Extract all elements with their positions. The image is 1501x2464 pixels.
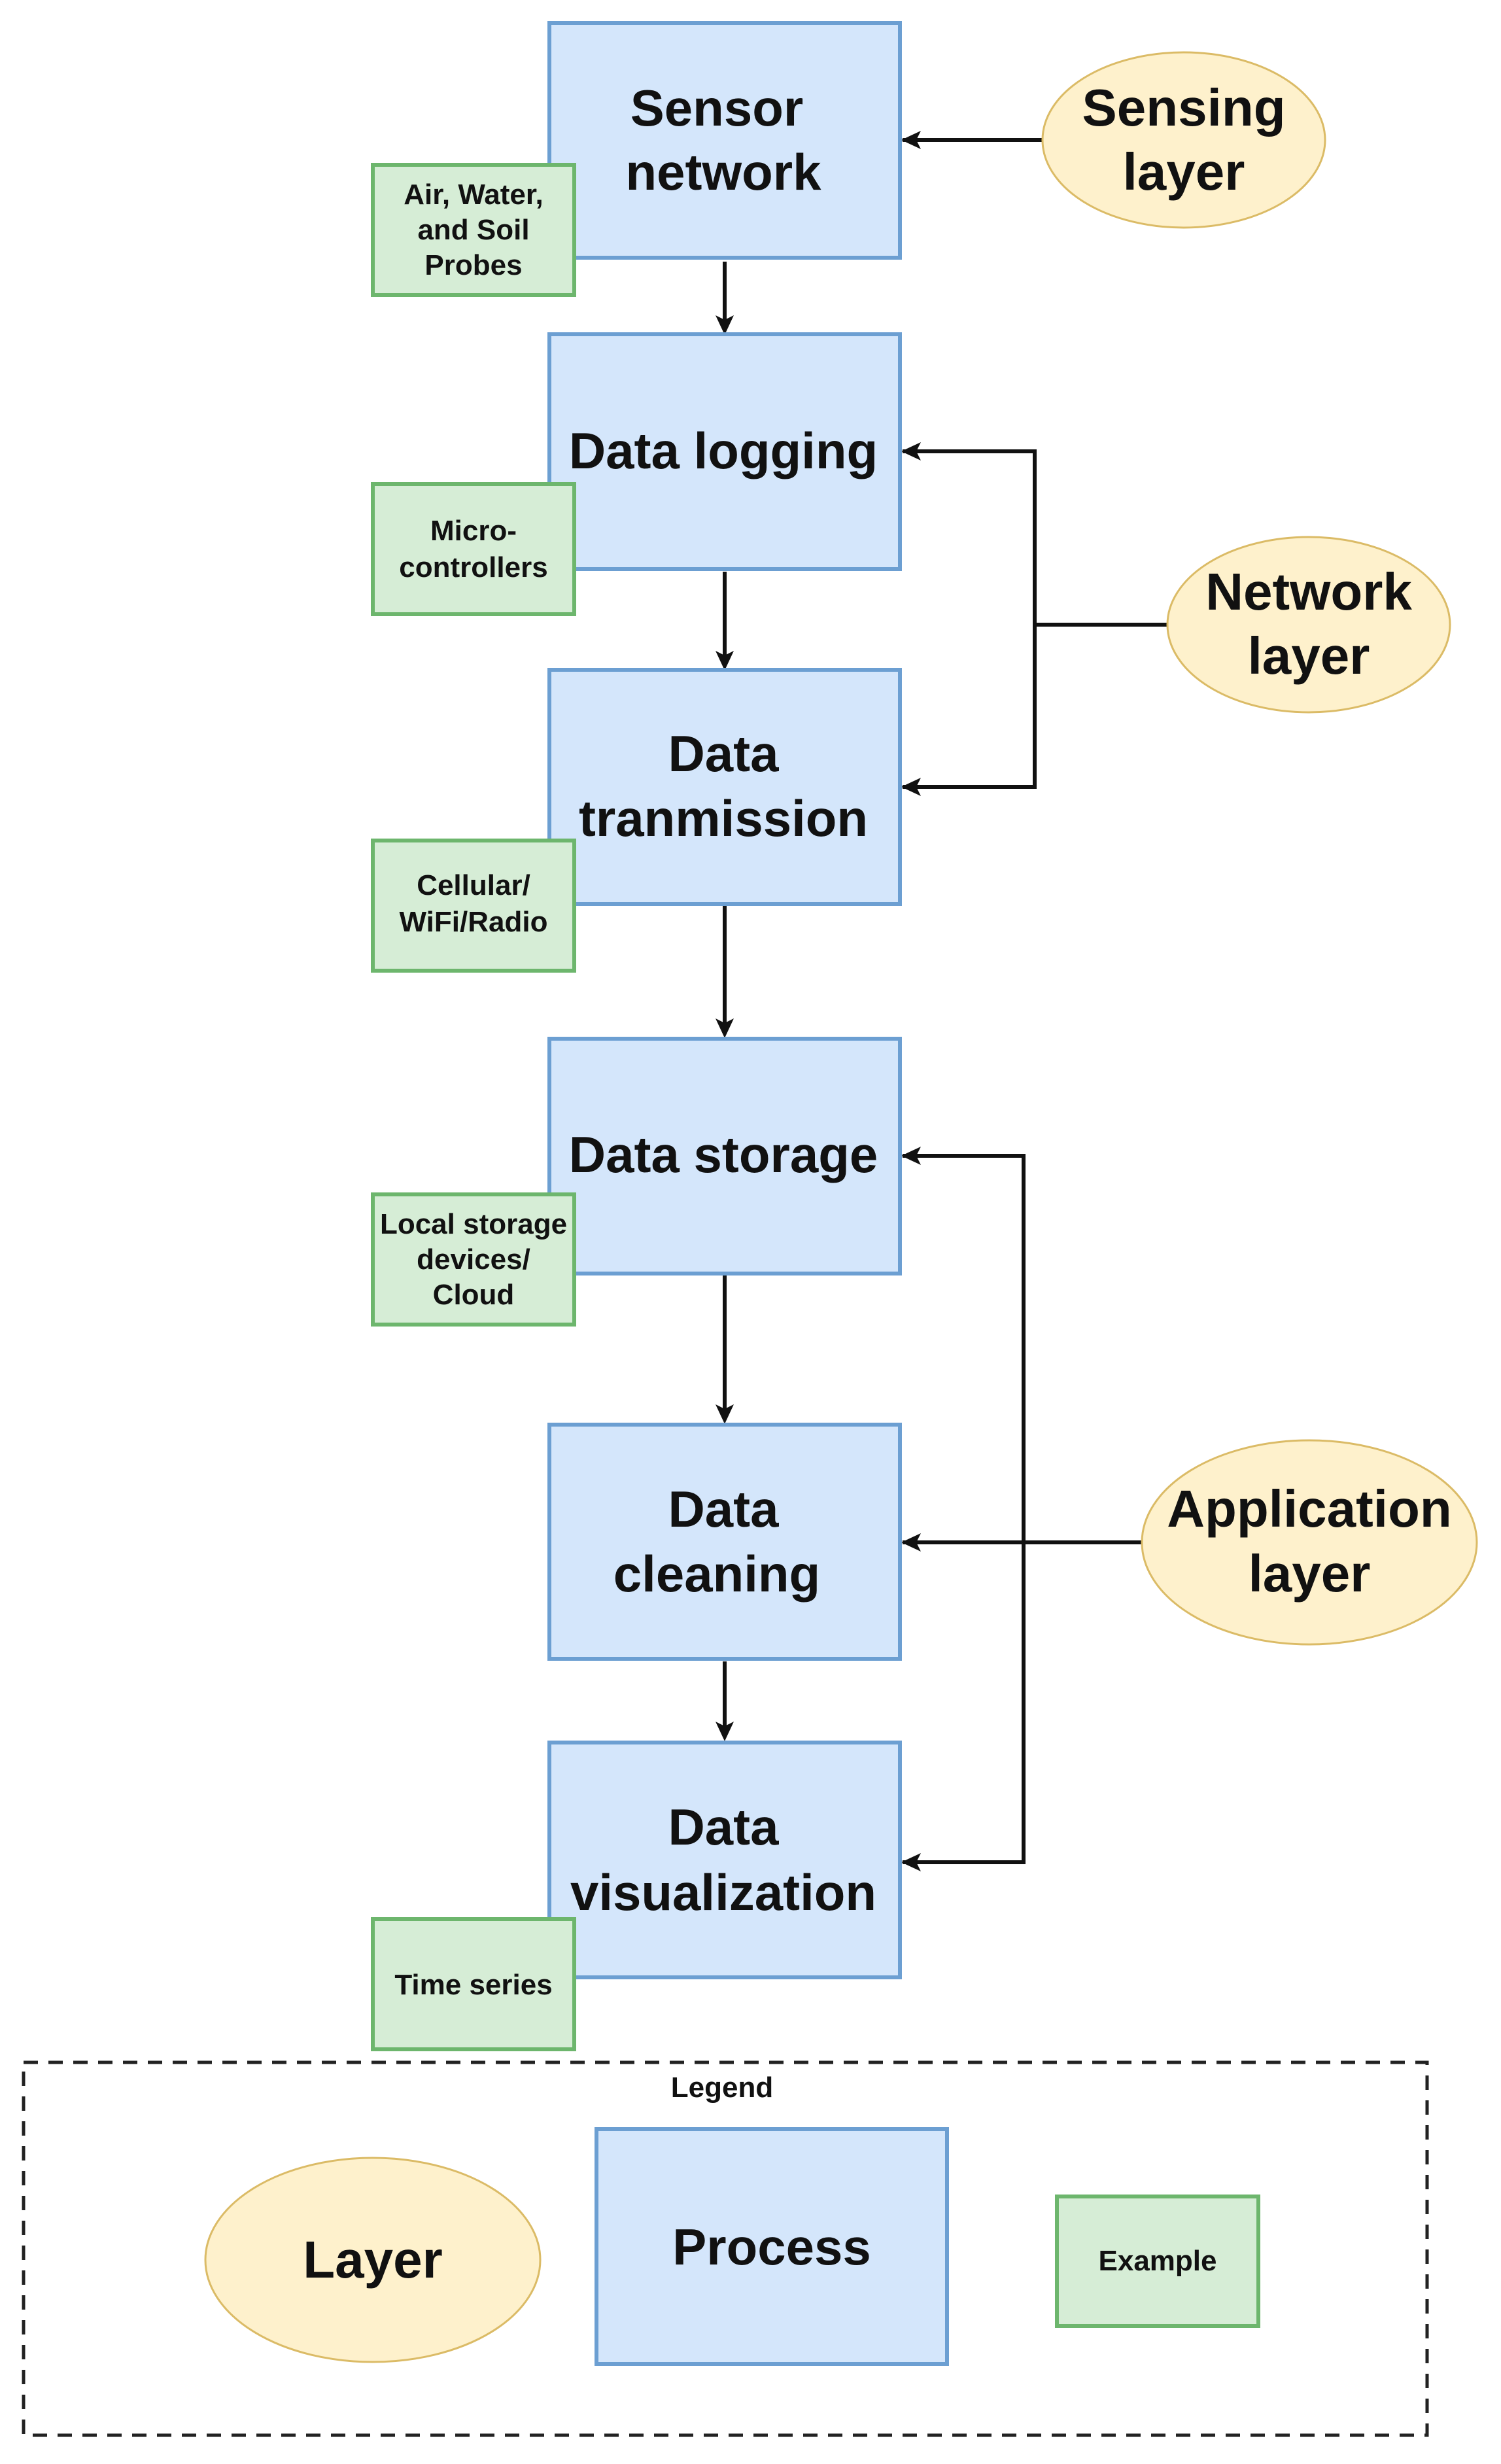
layer-application: Application layer: [1141, 1439, 1478, 1646]
process-data-visualization: Data visualization: [547, 1741, 902, 1979]
arrowhead-left-storage: [901, 1147, 921, 1165]
legend-example-label: Example: [1099, 2245, 1217, 2277]
layer-label-line: layer: [1249, 1544, 1371, 1603]
arrowhead-left-logging: [901, 442, 921, 460]
example-label-line: Probes: [424, 249, 522, 281]
layer-label-line: layer: [1248, 627, 1370, 685]
process-label-line: visualization: [570, 1864, 876, 1921]
legend-process-label: Process: [672, 2218, 871, 2276]
connectors: [716, 131, 1167, 1871]
example-storage-devices: Local storage devices/ Cloud: [371, 1192, 576, 1327]
process-data-transmission: Data tranmission: [547, 668, 902, 906]
example-label-line: controllers: [399, 551, 547, 583]
layer-label-line: Network: [1205, 563, 1412, 621]
example-connectivity: Cellular/ WiFi/Radio: [371, 839, 576, 973]
arrowhead-down-visualization: [716, 1722, 734, 1741]
example-time-series: Time series: [371, 1917, 576, 2051]
layer-sensing: Sensing layer: [1041, 51, 1326, 229]
arrowhead-down-cleaning: [716, 1404, 734, 1424]
example-label-line: devices/: [417, 1243, 530, 1275]
process-label-line: Data storage: [569, 1126, 878, 1183]
edge-application-to-visualization: [903, 1542, 1026, 1864]
layer-label-line: Sensing: [1082, 78, 1285, 137]
legend-border: [22, 2060, 1429, 2437]
legend-title: Legend: [671, 2072, 773, 2104]
legend-process-swatch: Process: [595, 2127, 949, 2366]
arrowhead-left-sensor: [901, 131, 921, 149]
arrowhead-left-visualization: [901, 1853, 921, 1871]
process-boxes: Sensor network Data logging Data tranmis…: [547, 21, 902, 1979]
edge-application-to-storage: [903, 1154, 1026, 1542]
example-label-line: Time series: [394, 1969, 552, 2001]
process-label-line: cleaning: [613, 1545, 820, 1603]
process-data-logging: Data logging: [547, 332, 902, 571]
example-label-line: Cellular/: [417, 869, 530, 901]
example-boxes: Air, Water, and Soil Probes Micro- contr…: [371, 163, 576, 2051]
arrowheads: [716, 131, 921, 1871]
example-label-line: and Soil: [417, 214, 529, 246]
process-label-line: network: [625, 143, 821, 201]
example-label-line: Local storage: [380, 1208, 567, 1240]
arrowhead-left-transmission: [901, 778, 921, 796]
process-label-line: Sensor: [630, 79, 803, 137]
layer-label-line: layer: [1123, 143, 1245, 201]
legend: Legend Layer Process Example: [22, 2060, 1429, 2437]
legend-layer-swatch: Layer: [204, 2157, 542, 2363]
example-probes: Air, Water, and Soil Probes: [371, 163, 576, 297]
arrowhead-down-storage: [716, 1018, 734, 1038]
example-label-line: Air, Water,: [404, 179, 543, 211]
edge-network-to-logging: [903, 449, 1037, 625]
example-label-line: Micro-: [430, 515, 517, 547]
example-label-line: Cloud: [433, 1279, 515, 1311]
process-label-line: Data: [668, 725, 779, 782]
legend-layer-label: Layer: [303, 2230, 442, 2289]
arrowhead-down-transmission: [716, 651, 734, 670]
arrowhead-left-cleaning: [901, 1533, 921, 1552]
layer-network: Network layer: [1166, 536, 1451, 714]
legend-example-swatch: Example: [1055, 2195, 1260, 2328]
process-data-cleaning: Data cleaning: [547, 1423, 902, 1661]
edge-network-to-transmission: [903, 625, 1037, 789]
process-label-line: Data logging: [569, 422, 878, 479]
process-label-line: tranmission: [579, 790, 868, 847]
process-sensor-network: Sensor network: [547, 21, 902, 260]
process-data-storage: Data storage: [547, 1037, 902, 1275]
layer-label-line: Application: [1167, 1480, 1452, 1538]
example-label-line: WiFi/Radio: [400, 906, 548, 938]
process-label-line: Data: [668, 1798, 779, 1856]
arrowhead-down-logging: [716, 315, 734, 335]
example-microcontrollers: Micro- controllers: [371, 482, 576, 616]
process-label-line: Data: [668, 1480, 779, 1538]
layer-ellipses: Sensing layer Network layer Application …: [1041, 51, 1478, 1646]
